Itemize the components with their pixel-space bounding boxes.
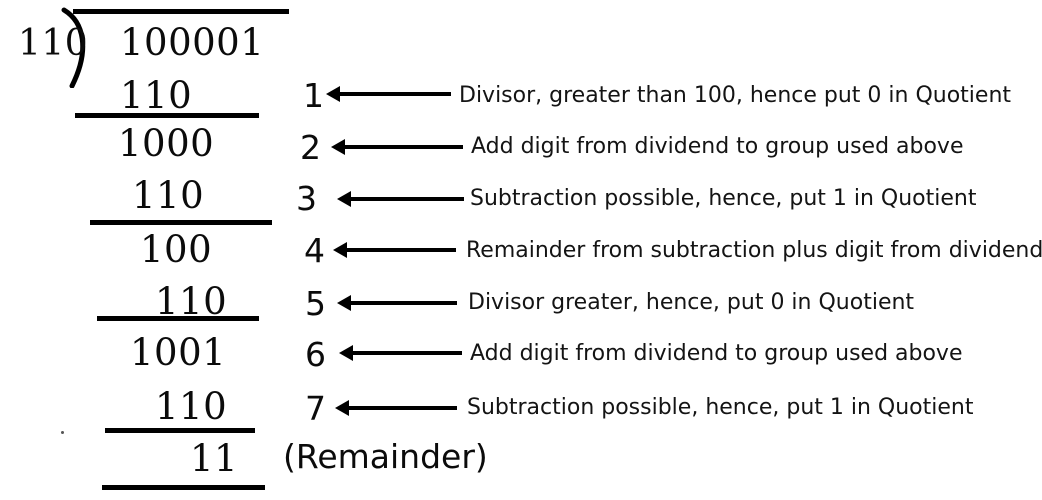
step-number-7: 7 <box>305 389 326 428</box>
division-rule-5 <box>102 485 265 490</box>
subtrahend-3: 110 <box>155 280 228 323</box>
arrow-shaft <box>342 406 457 410</box>
division-rule-4 <box>105 428 255 433</box>
step-number-3: 3 <box>296 179 317 218</box>
step-caption-1: Divisor, greater than 100, hence put 0 i… <box>459 83 1012 108</box>
step-arrow-7 <box>335 400 457 416</box>
division-rule-2 <box>90 220 272 225</box>
step-number-6: 6 <box>305 335 326 374</box>
subtrahend-1: 110 <box>120 74 193 117</box>
dividend-value: 100001 <box>120 21 265 64</box>
step-number-1: 1 <box>303 76 324 115</box>
remainder-value: 11 <box>190 437 239 480</box>
step-caption-6: Add digit from dividend to group used ab… <box>470 341 963 366</box>
step-arrow-6 <box>339 345 462 361</box>
step-caption-3: Subtraction possible, hence, put 1 in Qu… <box>470 186 977 211</box>
dividend-overbar <box>73 9 289 14</box>
arrow-shaft <box>346 351 462 355</box>
division-rule-3 <box>97 316 259 321</box>
arrow-shaft <box>338 145 463 149</box>
arrow-shaft <box>344 197 464 201</box>
division-bracket-icon <box>58 6 98 88</box>
step-arrow-1 <box>326 86 451 102</box>
subtrahend-4: 110 <box>155 385 228 428</box>
arrow-shaft <box>344 301 457 305</box>
step-caption-7: Subtraction possible, hence, put 1 in Qu… <box>467 395 974 420</box>
step-caption-2: Add digit from dividend to group used ab… <box>471 134 964 159</box>
partial-remainder-1: 1000 <box>118 122 215 165</box>
division-rule-1 <box>75 113 259 118</box>
divisor-value: 110 <box>18 23 89 64</box>
step-number-2: 2 <box>300 128 321 167</box>
subtrahend-2: 110 <box>132 174 205 217</box>
step-number-4: 4 <box>304 231 325 270</box>
step-arrow-5 <box>337 295 457 311</box>
step-arrow-3 <box>337 191 464 207</box>
step-arrow-4 <box>333 242 456 258</box>
arrow-shaft <box>340 248 456 252</box>
step-caption-5: Divisor greater, hence, put 0 in Quotien… <box>468 290 915 315</box>
ink-speck <box>61 431 64 434</box>
step-number-5: 5 <box>305 284 326 323</box>
step-arrow-2 <box>331 139 463 155</box>
partial-remainder-2: 100 <box>140 228 213 271</box>
partial-remainder-3: 1001 <box>130 331 227 374</box>
step-caption-4: Remainder from subtraction plus digit fr… <box>466 238 1042 263</box>
remainder-label: (Remainder) <box>283 437 488 476</box>
arrow-shaft <box>333 92 451 96</box>
